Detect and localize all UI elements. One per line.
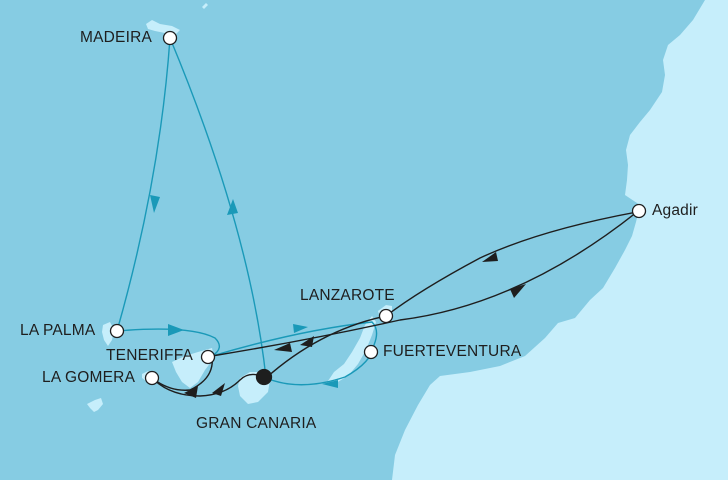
port-marker-madeira[interactable] [162,30,178,46]
outbound-route [116,37,378,386]
port-label-lanzarote: LANZAROTE [300,287,395,304]
port-label-teneriffa: TENERIFFA [106,347,194,364]
island-porto-santo [202,3,208,9]
port-marker-lanzarote[interactable] [378,308,394,324]
return-arrows [184,252,526,398]
africa-coastline [392,0,728,480]
port-label-agadir: Agadir [652,202,699,219]
island-fuerteventura [328,316,376,383]
port-markers [109,30,647,386]
port-marker-teneriffa[interactable] [200,349,216,365]
port-label-la-gomera: LA GOMERA [42,369,136,386]
port-label-la-palma: LA PALMA [20,322,96,339]
outbound-arrows [150,195,338,388]
island-madeira [146,20,180,34]
port-label-madeira: MADEIRA [80,29,153,46]
port-label-gran-canaria: GRAN CANARIA [196,415,317,432]
port-marker-fuerteventura[interactable] [363,344,379,360]
island-el-hierro [87,398,103,412]
port-label-fuerteventura: FUERTEVENTURA [383,343,522,360]
return-route [151,211,638,397]
port-marker-la-gomera[interactable] [144,370,160,386]
port-marker-gran-canaria[interactable] [255,368,273,386]
port-marker-agadir[interactable] [631,203,647,219]
port-marker-la-palma[interactable] [109,323,125,339]
